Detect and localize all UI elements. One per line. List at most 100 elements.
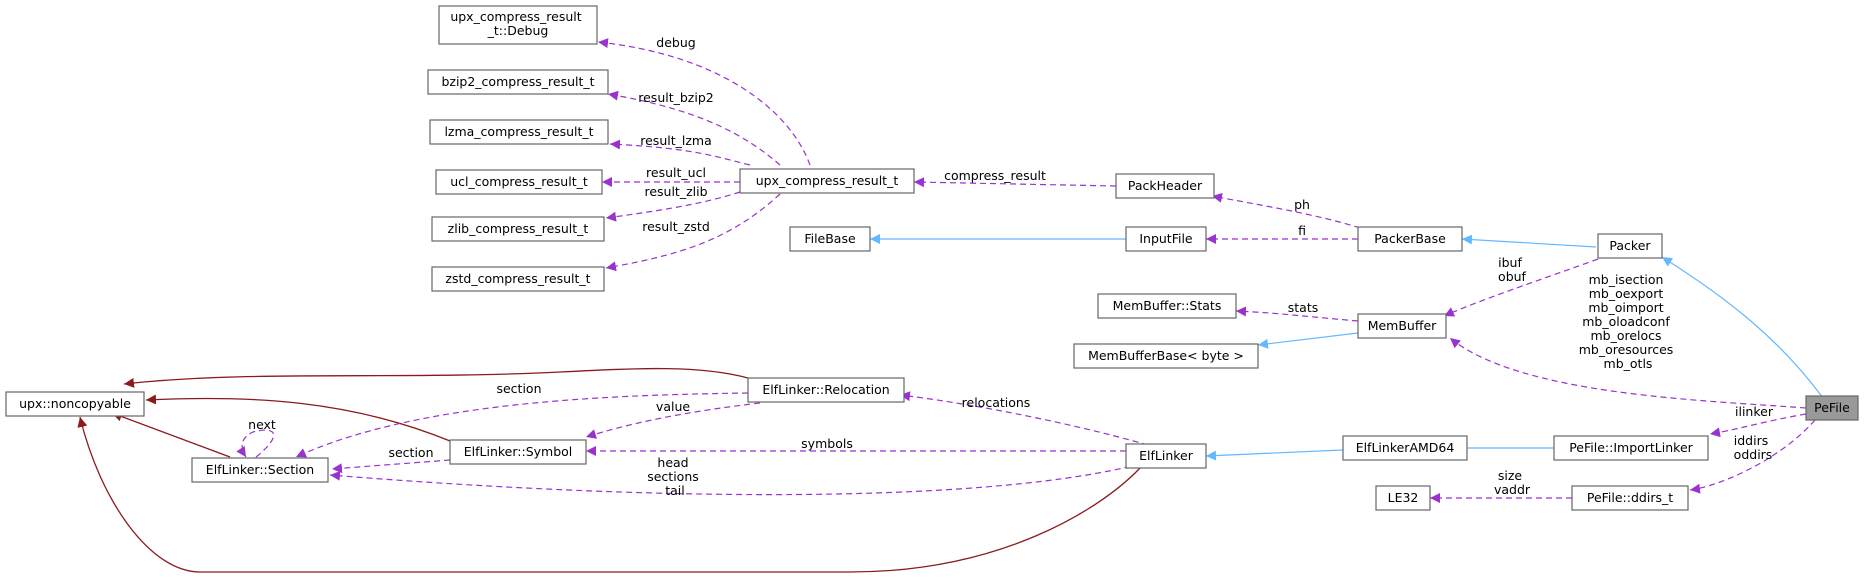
edges xyxy=(77,38,1824,573)
edge-labels: debug result_bzip2 result_lzma result_uc… xyxy=(248,35,1774,498)
edge-member-ilinker xyxy=(1709,413,1807,438)
node-membuffer-stats[interactable]: MemBuffer::Stats xyxy=(1097,293,1237,319)
node-membufferbase[interactable]: MemBufferBase< byte > xyxy=(1073,343,1259,369)
node-label: zlib_compress_result_t xyxy=(448,221,589,236)
edge-member-symbol-section xyxy=(331,459,451,474)
node-elflinker-symbol[interactable]: ElfLinker::Symbol xyxy=(449,439,587,465)
node-label: PeFile::ImportLinker xyxy=(1569,440,1693,455)
edge-label-ph: ph xyxy=(1294,197,1310,212)
edge-member-reloc-section xyxy=(295,392,749,458)
node-label: PackerBase xyxy=(1374,231,1446,246)
node-label: ElfLinker::Section xyxy=(206,462,314,477)
edge-label-ucl: result_ucl xyxy=(646,165,706,180)
edge-noncopy-relocation xyxy=(123,367,749,388)
edge-member-debug xyxy=(597,38,811,166)
edge-member-bzip2 xyxy=(607,90,781,166)
edge-member-mb xyxy=(1449,337,1807,409)
node-zlib-compress-result-t[interactable]: zlib_compress_result_t xyxy=(431,216,605,242)
edge-member-zlib xyxy=(605,191,741,222)
edge-member-bufs xyxy=(1443,258,1599,317)
node-membuffer[interactable]: MemBuffer xyxy=(1357,313,1447,339)
node-label: ElfLinkerAMD64 xyxy=(1356,440,1455,455)
node-label: PackHeader xyxy=(1128,178,1203,193)
node-label: zstd_compress_result_t xyxy=(445,271,590,286)
nodes: upx::noncopyable ElfLinker::Section ElfL… xyxy=(5,5,1859,511)
node-bzip2-compress-result-t[interactable]: bzip2_compress_result_t xyxy=(427,69,609,95)
edge-member-head-sections-tail xyxy=(329,463,1141,496)
node-lzma-compress-result-t[interactable]: lzma_compress_result_t xyxy=(429,119,609,145)
node-label: MemBuffer xyxy=(1368,318,1437,333)
edge-label-relocations: relocations xyxy=(962,395,1031,410)
node-label: ElfLinker::Relocation xyxy=(762,382,889,397)
node-elflinkeramd64[interactable]: ElfLinkerAMD64 xyxy=(1342,435,1468,461)
node-label: FileBase xyxy=(804,231,856,246)
node-label: InputFile xyxy=(1139,231,1193,246)
node-label: PeFile xyxy=(1814,400,1850,415)
edge-member-reloc-value xyxy=(585,402,761,439)
node-packheader[interactable]: PackHeader xyxy=(1115,173,1215,199)
edge-member-ph xyxy=(1211,192,1361,229)
edge-label-head-sections-tail: head sections tail xyxy=(647,455,703,498)
node-filebase[interactable]: FileBase xyxy=(789,226,871,252)
node-pefile[interactable]: PeFile xyxy=(1805,395,1859,421)
edge-label-mb-members: mb_isection mb_oexport mb_oimport mb_olo… xyxy=(1579,272,1678,371)
edge-noncopy-symbol xyxy=(145,394,451,442)
node-label: upx_compress_result_t xyxy=(756,173,899,188)
node-upx-noncopyable[interactable]: upx::noncopyable xyxy=(5,391,145,417)
node-upx-compress-result-t[interactable]: upx_compress_result_t xyxy=(739,168,915,194)
edge-label-dirs: iddirs oddirs xyxy=(1734,433,1773,462)
edge-inherit-membuffer-base xyxy=(1257,332,1359,349)
node-elflinker[interactable]: ElfLinker xyxy=(1125,443,1207,469)
node-label: upx::noncopyable xyxy=(19,396,131,411)
edge-label-reloc-section: section xyxy=(496,381,541,396)
node-zstd-compress-result-t[interactable]: zstd_compress_result_t xyxy=(431,266,605,292)
node-le32[interactable]: LE32 xyxy=(1375,485,1431,511)
node-label: Packer xyxy=(1609,238,1651,253)
node-elflinker-section[interactable]: ElfLinker::Section xyxy=(191,457,329,483)
edge-member-lzma xyxy=(609,139,751,166)
edge-member-dirs xyxy=(1689,419,1816,494)
node-upx-compress-result-debug[interactable]: upx_compress_result _t::Debug xyxy=(438,5,598,45)
node-label: PeFile::ddirs_t xyxy=(1587,490,1673,505)
node-ucl-compress-result-t[interactable]: ucl_compress_result_t xyxy=(435,169,603,195)
edge-label-symbol-section: section xyxy=(388,445,433,460)
node-packerbase[interactable]: PackerBase xyxy=(1357,226,1463,252)
node-packer[interactable]: Packer xyxy=(1597,233,1663,259)
node-inputfile[interactable]: InputFile xyxy=(1125,226,1207,252)
node-label: ElfLinker xyxy=(1139,448,1194,463)
edge-label-symbols: symbols xyxy=(801,436,853,451)
edge-label-ilinker: ilinker xyxy=(1735,404,1774,419)
edge-inherit-packer-packerbase xyxy=(1461,234,1597,248)
edge-label-zlib: result_zlib xyxy=(644,184,707,199)
node-label: ucl_compress_result_t xyxy=(450,174,588,189)
node-label: ElfLinker::Symbol xyxy=(464,444,573,459)
edge-member-zstd xyxy=(605,193,781,272)
node-label: bzip2_compress_result_t xyxy=(441,74,594,89)
edge-member-compress-result xyxy=(913,177,1117,188)
edge-inherit-amd64-elflinker xyxy=(1205,449,1344,461)
edge-label-next: next xyxy=(248,417,276,432)
edge-label-bufs: ibuf obuf xyxy=(1498,255,1527,284)
edge-label-size-vaddr: size vaddr xyxy=(1494,468,1531,497)
node-pefile-ddirs-t[interactable]: PeFile::ddirs_t xyxy=(1571,485,1689,511)
edge-member-relocations xyxy=(899,391,1149,446)
edge-inherit-pefile-packer xyxy=(1661,256,1824,399)
edge-noncopy-elflinker xyxy=(77,416,1141,573)
node-label: lzma_compress_result_t xyxy=(444,124,593,139)
node-label: MemBufferBase< byte > xyxy=(1088,348,1244,363)
edge-noncopy-section xyxy=(111,411,231,458)
edge-label-compress-result: compress_result xyxy=(944,168,1046,183)
edge-member-next xyxy=(236,429,275,458)
edge-label-fi: fi xyxy=(1298,223,1306,238)
node-pefile-importlinker[interactable]: PeFile::ImportLinker xyxy=(1553,435,1709,461)
edge-label-debug: debug xyxy=(656,35,695,50)
node-label: LE32 xyxy=(1388,490,1419,505)
node-label: MemBuffer::Stats xyxy=(1113,298,1222,313)
node-label: upx_compress_result _t::Debug xyxy=(450,9,585,38)
edge-label-reloc-value: value xyxy=(656,399,690,414)
edge-label-stats: stats xyxy=(1288,300,1319,315)
node-elflinker-relocation[interactable]: ElfLinker::Relocation xyxy=(747,377,905,403)
edge-label-bzip2: result_bzip2 xyxy=(638,90,713,105)
edge-label-zstd: result_zstd xyxy=(642,219,710,234)
